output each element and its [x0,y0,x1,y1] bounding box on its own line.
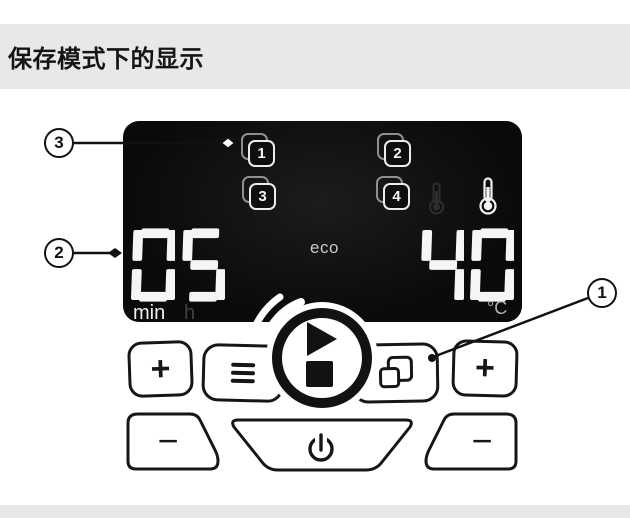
plus-button-right[interactable]: + [451,339,519,398]
plus-label: + [149,349,172,388]
program-slot-4: 4 [376,176,410,210]
time-display [131,228,225,302]
page-title: 保存模式下的显示 [8,46,204,73]
time-unit-h: h [184,302,196,324]
program-slot-2: 2 [377,133,411,167]
start-stop-ring[interactable] [272,308,372,408]
program-slot-1: 1 [241,133,275,167]
minus-label: − [157,420,178,461]
program-slot-number: 4 [383,183,410,210]
eco-label: eco [310,238,339,257]
program-slot-number: 2 [384,140,411,167]
program-slot-3: 3 [242,176,276,210]
minus-label: − [471,420,492,461]
power-icon [308,433,334,462]
program-slot-number: 3 [249,183,276,210]
time-unit-min: min [133,302,166,324]
play-icon [307,322,337,356]
program-stack-icon [376,355,415,392]
temperature-unit: °C [487,298,508,318]
callout-time-display: 2 [44,238,74,268]
callout-program-button: 1 [587,278,617,308]
menu-icon [230,362,256,384]
activity-arc-icon [251,293,305,352]
play-stop-icon[interactable] [304,321,340,389]
program-slot-number: 1 [248,140,275,167]
temperature-display [420,228,514,302]
plus-button-left[interactable]: + [127,339,194,399]
stop-icon [306,361,333,387]
minus-button-right[interactable]: − [423,412,518,472]
display-panel: 1 2 3 4 eco min h °C [123,121,522,324]
plus-label: + [474,348,496,388]
power-button[interactable] [228,417,416,475]
minus-button-left[interactable]: − [126,412,221,472]
thermometer-dim-icon [429,182,444,215]
thermometer-icon [479,177,497,215]
callout-program-indicator: 3 [44,128,74,158]
section-title-band: 保存模式下的显示 [0,24,630,89]
next-section-band [0,505,630,518]
